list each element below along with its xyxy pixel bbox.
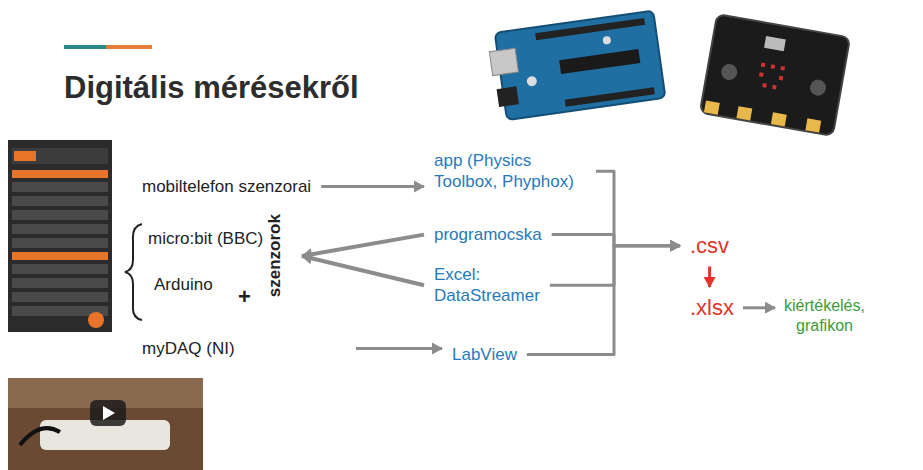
sensor-text-label: szenzorok	[264, 214, 285, 297]
result-text: kiértékelés, grafikon	[782, 294, 867, 338]
software-text: app (Physics Toolbox, Phyphox)	[432, 148, 588, 195]
file-format: .xlsx	[688, 292, 736, 324]
software-text-label: programocska	[434, 224, 542, 245]
phone-screenshot	[8, 140, 112, 332]
accent-line	[64, 45, 106, 49]
curly-brace	[125, 224, 142, 320]
flow-arrow	[708, 267, 711, 288]
flow-arrow	[302, 256, 424, 285]
flow-arrow	[527, 246, 680, 355]
software-text-label: LabView	[452, 344, 517, 365]
flow-arrow	[302, 235, 424, 256]
flow-arrow	[356, 347, 442, 350]
video-thumbnail	[8, 378, 203, 470]
source-text: mobiltelefon szenzorai	[140, 174, 313, 199]
file-format-label: .xlsx	[690, 294, 734, 322]
source-text-label: mobiltelefon szenzorai	[142, 176, 311, 197]
file-format: .csv	[688, 230, 731, 262]
microbit-picture	[700, 14, 850, 136]
file-format-label: .csv	[690, 232, 729, 260]
software-text: Excel: DataStreamer	[432, 262, 542, 309]
plus-sign: +	[238, 284, 251, 310]
device-text-label: Arduino	[154, 274, 213, 295]
sensor-text: szenzorok	[262, 212, 288, 300]
software-text: programocska	[432, 222, 544, 247]
device-text: micro:bit (BBC)	[146, 226, 265, 251]
flow-arrow	[743, 306, 775, 309]
software-text-label: app (Physics Toolbox, Phyphox)	[434, 150, 586, 193]
software-text: LabView	[450, 342, 519, 367]
flow-arrow	[321, 185, 424, 188]
software-text-label: Excel: DataStreamer	[434, 264, 540, 307]
device-text: Arduino	[152, 272, 215, 297]
device-text-label: myDAQ (NI)	[142, 338, 235, 359]
result-text-label: kiértékelés, grafikon	[784, 296, 865, 336]
device-text: myDAQ (NI)	[140, 336, 237, 361]
accent-line	[106, 45, 152, 49]
flow-arrow	[552, 235, 680, 246]
device-text-label: micro:bit (BBC)	[148, 228, 263, 249]
title: Digitális mérésekről	[64, 70, 359, 106]
arduino-picture	[487, 11, 666, 122]
